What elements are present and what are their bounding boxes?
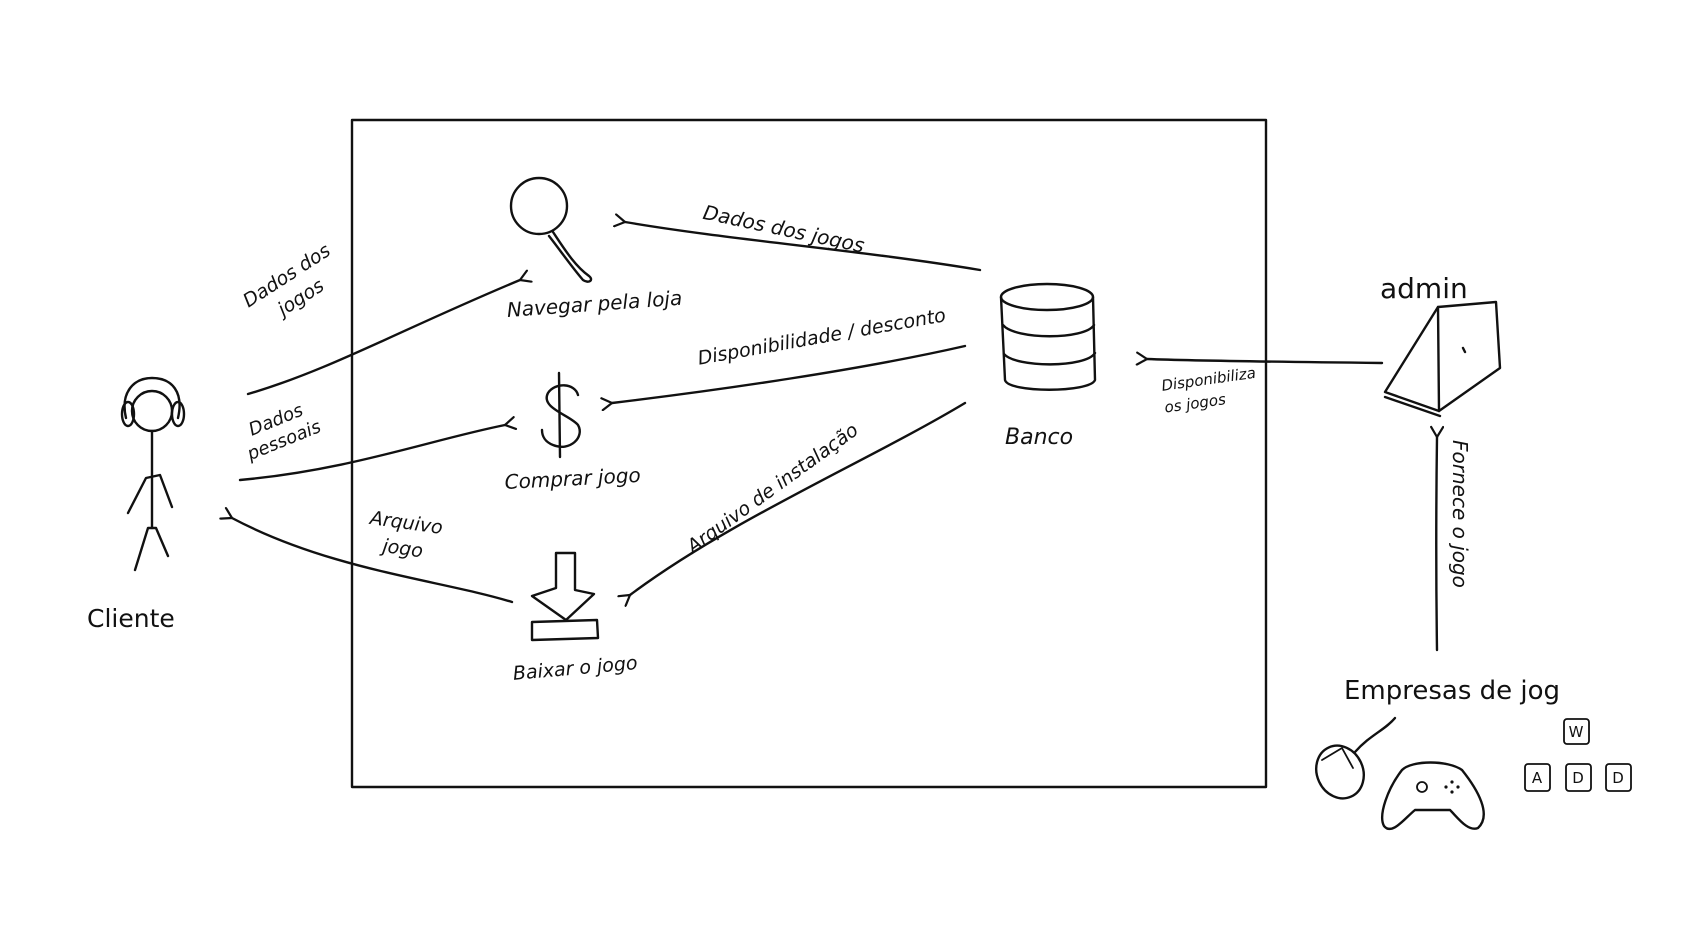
arrow-empresas-to-admin xyxy=(1436,437,1437,652)
database-icon xyxy=(999,282,1097,391)
flow-label-fornece: Fornece o jogo xyxy=(1448,440,1472,588)
key-w-label: W xyxy=(1569,723,1584,741)
arrow-banco-to-baixar xyxy=(630,401,967,595)
dollar-icon xyxy=(540,371,581,459)
key-d2 xyxy=(1605,763,1632,792)
key-d1 xyxy=(1565,763,1592,792)
gamepad-icon xyxy=(1381,761,1485,831)
arrow-admin-to-banco xyxy=(1147,359,1384,363)
key-d2-label: D xyxy=(1612,769,1624,787)
arrow-baixar-to-cliente xyxy=(232,518,514,604)
key-a-label: A xyxy=(1532,769,1543,787)
laptop-icon xyxy=(1383,300,1502,418)
arrow-banco-to-navegar xyxy=(625,222,982,272)
cliente-label: Cliente xyxy=(87,604,175,633)
system-boundary xyxy=(350,118,1268,789)
arrow-cliente-to-comprar xyxy=(238,425,505,482)
banco-label: Banco xyxy=(1005,425,1074,450)
key-a xyxy=(1524,763,1551,792)
mouse-icon xyxy=(1315,716,1397,800)
arrow-cliente-to-navegar xyxy=(246,280,520,396)
admin-label: admin xyxy=(1380,272,1468,305)
magnifier-icon xyxy=(509,176,593,283)
empresas-label: Empresas de jog xyxy=(1344,676,1561,706)
keyboard-keys-icon: W A D D xyxy=(1524,718,1632,792)
download-icon xyxy=(530,551,600,642)
cliente-stick-figure-icon xyxy=(120,376,186,572)
key-d1-label: D xyxy=(1572,769,1584,787)
flow-label-arquivo-jogo: Arquivo jogo xyxy=(365,505,445,567)
key-w xyxy=(1563,718,1590,745)
arrow-banco-to-comprar xyxy=(612,344,967,403)
